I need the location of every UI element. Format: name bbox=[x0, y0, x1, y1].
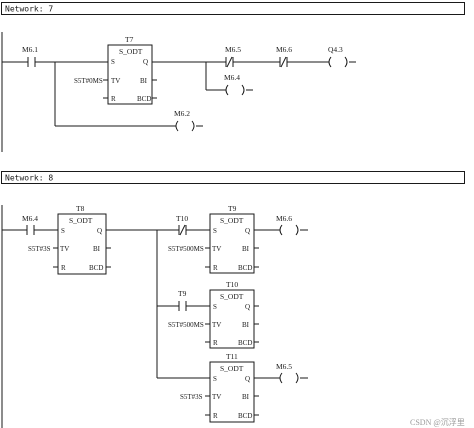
pin-tv: TV bbox=[212, 393, 221, 401]
contact-t10-nc[interactable] bbox=[179, 225, 186, 235]
timer-t8[interactable]: T8 S_ODT S Q TV BI R BCD bbox=[58, 204, 106, 274]
pin-bcd: BCD bbox=[238, 264, 252, 272]
pin-tv: TV bbox=[60, 245, 69, 253]
network-7-header: Network: 7 bbox=[5, 5, 53, 14]
coil-m6-2[interactable] bbox=[176, 121, 194, 131]
contact-m6-6-label: M6.6 bbox=[276, 45, 292, 54]
pin-bcd: BCD bbox=[137, 95, 151, 103]
contact-m6-1[interactable] bbox=[28, 57, 35, 67]
pin-q: Q bbox=[97, 227, 102, 235]
timer-name: T7 bbox=[125, 35, 134, 44]
pin-q: Q bbox=[245, 303, 250, 311]
pin-bcd: BCD bbox=[238, 412, 252, 420]
pin-bcd: BCD bbox=[89, 264, 103, 272]
timer-t10-tv-value: S5T#500MS bbox=[168, 321, 204, 329]
coil-m6-5[interactable] bbox=[280, 373, 298, 383]
pin-bi: BI bbox=[242, 321, 250, 329]
contact-m6-4[interactable] bbox=[27, 225, 34, 235]
pin-tv: TV bbox=[111, 77, 120, 85]
contact-t10-label: T10 bbox=[176, 214, 188, 223]
pin-s: S bbox=[213, 303, 217, 311]
pin-r: R bbox=[111, 95, 116, 103]
coil-q4-3[interactable] bbox=[329, 57, 347, 67]
pin-q: Q bbox=[143, 58, 148, 66]
timer-t10[interactable]: T10 S_ODT S Q TV BI R BCD bbox=[210, 280, 254, 348]
timer-t7-tv-value: S5T#0MS bbox=[74, 77, 103, 85]
timer-type: S_ODT bbox=[119, 47, 143, 56]
pin-tv: TV bbox=[212, 321, 221, 329]
coil-q4-3-label: Q4.3 bbox=[328, 45, 343, 54]
pin-bcd: BCD bbox=[238, 339, 252, 347]
coil-m6-6-label: M6.6 bbox=[276, 214, 292, 223]
timer-t7[interactable]: T7 S_ODT S Q TV BI R BCD bbox=[108, 35, 152, 104]
coil-m6-6[interactable] bbox=[280, 225, 298, 235]
coil-m6-5-label: M6.5 bbox=[276, 362, 292, 371]
contact-t9-label: T9 bbox=[178, 289, 187, 298]
pin-r: R bbox=[213, 412, 218, 420]
contact-m6-5-label: M6.5 bbox=[225, 45, 241, 54]
timer-t11[interactable]: T11 S_ODT S Q TV BI R BCD bbox=[210, 352, 254, 422]
pin-r: R bbox=[61, 264, 66, 272]
timer-type: S_ODT bbox=[220, 292, 244, 301]
pin-r: R bbox=[213, 339, 218, 347]
watermark: CSDN @沉浮里 bbox=[410, 417, 465, 427]
pin-s: S bbox=[61, 227, 65, 235]
timer-name: T8 bbox=[76, 204, 85, 213]
network-8: Network: 8 M6.4 T8 S_ODT S Q TV BI R BCD… bbox=[2, 172, 465, 428]
network-8-header-bar[interactable] bbox=[2, 172, 465, 184]
timer-name: T11 bbox=[226, 352, 238, 361]
pin-s: S bbox=[111, 58, 115, 66]
pin-q: Q bbox=[245, 227, 250, 235]
timer-t9[interactable]: T9 S_ODT S Q TV BI R BCD bbox=[210, 204, 254, 273]
timer-type: S_ODT bbox=[69, 216, 93, 225]
pin-tv: TV bbox=[212, 245, 221, 253]
timer-name: T9 bbox=[228, 204, 237, 213]
timer-type: S_ODT bbox=[220, 216, 244, 225]
timer-t8-tv-value: S5T#3S bbox=[28, 245, 51, 253]
pin-bi: BI bbox=[242, 393, 250, 401]
coil-m6-4-label: M6.4 bbox=[224, 73, 240, 82]
contact-m6-5-nc[interactable] bbox=[226, 57, 233, 67]
pin-s: S bbox=[213, 227, 217, 235]
network-8-header: Network: 8 bbox=[5, 174, 53, 183]
timer-t11-tv-value: S5T#3S bbox=[180, 393, 203, 401]
network-7: Network: 7 M6.1 T7 S_ODT S Q TV BI R BCD… bbox=[2, 3, 465, 153]
contact-m6-1-label: M6.1 bbox=[22, 45, 38, 54]
pin-bi: BI bbox=[93, 245, 101, 253]
network-7-header-bar[interactable] bbox=[2, 3, 465, 15]
timer-name: T10 bbox=[226, 280, 238, 289]
timer-type: S_ODT bbox=[220, 364, 244, 373]
timer-t9-tv-value: S5T#500MS bbox=[168, 245, 204, 253]
pin-bi: BI bbox=[140, 77, 148, 85]
coil-m6-4[interactable] bbox=[226, 85, 244, 95]
pin-q: Q bbox=[245, 375, 250, 383]
contact-m6-6-nc[interactable] bbox=[280, 57, 287, 67]
pin-r: R bbox=[213, 264, 218, 272]
contact-m6-4-label: M6.4 bbox=[22, 214, 38, 223]
pin-s: S bbox=[213, 375, 217, 383]
pin-bi: BI bbox=[242, 245, 250, 253]
contact-t9[interactable] bbox=[179, 301, 186, 311]
coil-m6-2-label: M6.2 bbox=[174, 109, 190, 118]
